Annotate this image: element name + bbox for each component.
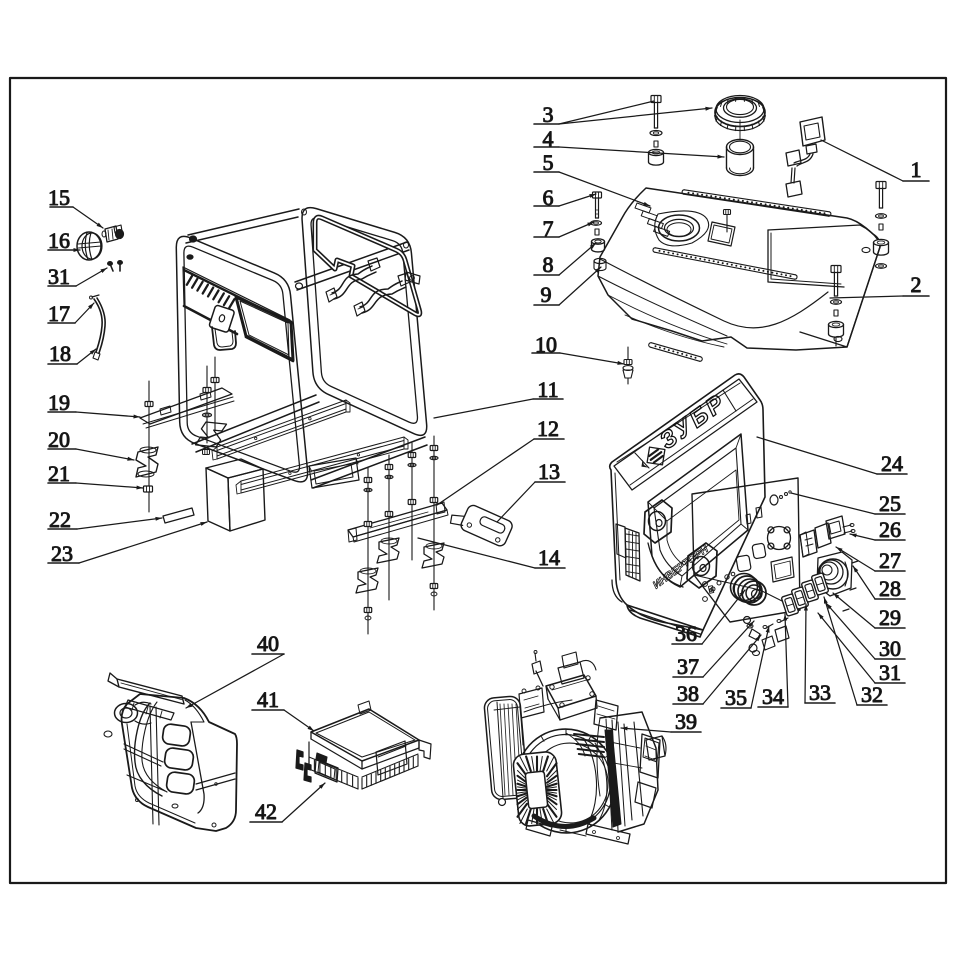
svg-text:4: 4 xyxy=(543,126,554,151)
svg-text:5: 5 xyxy=(543,150,554,175)
svg-text:42: 42 xyxy=(255,799,277,824)
svg-text:41: 41 xyxy=(257,687,279,712)
svg-text:40: 40 xyxy=(257,631,279,656)
svg-text:10: 10 xyxy=(535,332,557,357)
svg-text:19: 19 xyxy=(48,390,70,415)
svg-text:24: 24 xyxy=(881,451,903,476)
svg-text:21: 21 xyxy=(48,461,70,486)
svg-text:28: 28 xyxy=(879,576,901,601)
svg-text:15: 15 xyxy=(48,185,70,210)
svg-text:34: 34 xyxy=(762,684,784,709)
svg-text:31: 31 xyxy=(879,660,901,685)
svg-text:1: 1 xyxy=(911,157,922,182)
svg-text:20: 20 xyxy=(48,427,70,452)
svg-text:6: 6 xyxy=(543,185,554,210)
svg-text:25: 25 xyxy=(879,491,901,516)
svg-text:17: 17 xyxy=(48,301,70,326)
svg-text:27: 27 xyxy=(879,548,901,573)
svg-text:13: 13 xyxy=(538,459,560,484)
svg-text:32: 32 xyxy=(861,682,883,707)
svg-text:18: 18 xyxy=(49,341,71,366)
svg-text:33: 33 xyxy=(809,680,831,705)
svg-text:12: 12 xyxy=(537,416,559,441)
svg-text:39: 39 xyxy=(675,709,697,734)
svg-text:3: 3 xyxy=(543,102,554,127)
svg-text:8: 8 xyxy=(543,252,554,277)
svg-text:31: 31 xyxy=(48,264,70,289)
svg-text:36: 36 xyxy=(675,621,697,646)
svg-text:37: 37 xyxy=(677,654,699,679)
svg-text:30: 30 xyxy=(879,636,901,661)
svg-text:11: 11 xyxy=(537,377,558,402)
svg-text:35: 35 xyxy=(725,685,747,710)
svg-text:9: 9 xyxy=(541,282,552,307)
svg-text:16: 16 xyxy=(48,228,70,253)
svg-text:14: 14 xyxy=(538,545,560,570)
svg-text:2: 2 xyxy=(911,272,922,297)
svg-text:38: 38 xyxy=(677,681,699,706)
svg-text:26: 26 xyxy=(879,517,901,542)
svg-text:7: 7 xyxy=(543,216,554,241)
svg-text:23: 23 xyxy=(51,541,73,566)
svg-text:29: 29 xyxy=(879,605,901,630)
svg-text:22: 22 xyxy=(49,507,71,532)
